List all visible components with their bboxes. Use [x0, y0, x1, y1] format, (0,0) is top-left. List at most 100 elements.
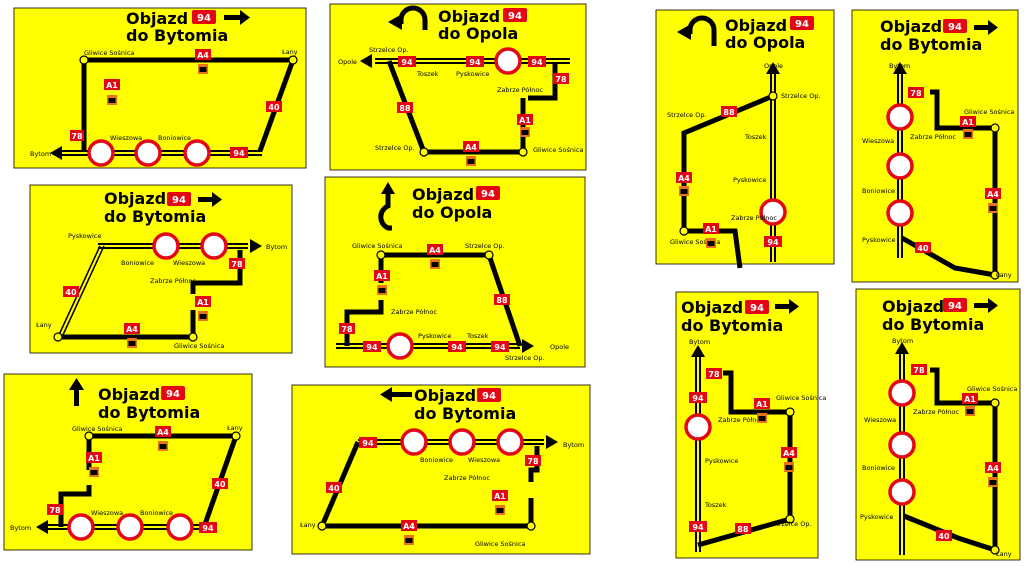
place-label: Łany [281, 48, 298, 56]
arrow-up-icon [893, 62, 907, 74]
arrow-up-icon [766, 62, 780, 74]
place-label: Wieszowa [110, 134, 142, 142]
sign-8: Objazd do Bytomia 94 Gliwice Sośnica Łan… [3, 373, 253, 551]
no-entry-icon [888, 431, 916, 459]
place-label: Toszek [466, 332, 489, 340]
route-badge: 94 [948, 22, 962, 33]
sign-title-line1: Objazd [414, 386, 476, 405]
place-label: Zabrze Północ [718, 416, 764, 424]
route-badge: A1 [197, 298, 209, 307]
place-label: Pyskowice [705, 457, 738, 465]
place-label: Gliwice Sośnica [84, 49, 134, 57]
route-badge: 78 [555, 75, 567, 84]
route-badge: A1 [964, 395, 976, 404]
route-badge: 88 [723, 108, 735, 117]
place-label: Wieszowa [862, 137, 894, 145]
uturn-left-icon [388, 5, 428, 30]
route-badge: A4 [157, 428, 169, 437]
sign-5: Objazd do Bytomia 94 Pyskowice Boniowice… [29, 184, 293, 354]
route-badge: 78 [913, 366, 925, 375]
place-label: Opole [338, 58, 357, 66]
place-label: Zabrze Północ [444, 474, 490, 482]
arrow-up-icon [69, 378, 84, 406]
no-entry-icon [200, 232, 228, 260]
place-label: Wieszowa [173, 259, 205, 267]
arrow-left-icon [360, 54, 372, 68]
route-badge: A1 [106, 81, 118, 90]
route-badge: 94 [469, 58, 481, 67]
place-label: Strzelce Op. [772, 520, 812, 528]
place-label: Łany [299, 521, 316, 529]
route-badge: 40 [917, 244, 929, 253]
route-badge: A4 [126, 325, 138, 334]
no-entry-icon [166, 513, 194, 541]
route-badge: 78 [527, 457, 539, 466]
route-badge: 40 [268, 103, 280, 112]
route-badge: A4 [197, 51, 209, 60]
no-entry-icon [116, 513, 144, 541]
place-label: Łany [995, 271, 1012, 279]
place-label: Boniowice [121, 259, 154, 267]
place-label: Toszek [744, 133, 767, 141]
place-label: Zabrze Północ [910, 133, 956, 141]
route-badge: A1 [88, 454, 100, 463]
sign-title-line1: Objazd [126, 9, 188, 28]
place-label: Łany [35, 321, 52, 329]
place-label: Gliwice Sośnica [964, 108, 1014, 116]
place-label: Strzelce Op. [369, 46, 409, 54]
route-badge: A4 [465, 143, 477, 152]
route-badge: 88 [496, 296, 508, 305]
sign-title-line1: Objazd [882, 297, 944, 316]
place-label: Toszek [416, 70, 439, 78]
place-label: Gliwice Sośnica [776, 394, 826, 402]
place-label: Łany [995, 550, 1012, 558]
route-badge: A4 [987, 464, 999, 473]
place-label: Zabrze Północ [150, 277, 196, 285]
place-label: Strzelce Op. [781, 92, 821, 100]
route-badge: 40 [938, 532, 950, 541]
arrow-left-icon [50, 146, 62, 160]
place-label: Boniowice [420, 456, 453, 464]
route-badge: 78 [71, 132, 83, 141]
route-badge: 40 [65, 288, 77, 297]
route-badge: A1 [705, 225, 717, 234]
place-label: Bytom [266, 243, 287, 251]
place-label: Zabrze Północ [731, 214, 777, 222]
sign-title-line2: do Bytomia [104, 207, 206, 226]
route-badge: 78 [231, 260, 243, 269]
place-label: Pyskowice [862, 236, 895, 244]
sign-title-line2: do Bytomia [880, 35, 982, 54]
sign-2: Objazd do Opola 94 Strzelce Op. Opole To… [329, 3, 587, 171]
no-entry-icon [496, 428, 524, 456]
route-badge: 94 [767, 238, 779, 247]
place-label: Gliwice Sośnica [670, 238, 720, 246]
place-label: Bytom [892, 337, 913, 345]
no-entry-icon [386, 332, 414, 360]
arrow-right-icon [224, 10, 250, 25]
no-entry-icon [494, 47, 522, 75]
place-label: Pyskowice [733, 176, 766, 184]
sign-4: Objazd do Bytomia 94 Bytom Wieszowa Zabr… [851, 9, 1019, 283]
route-badge: A4 [678, 174, 690, 183]
place-label: Wieszowa [91, 509, 123, 517]
sign-title-line1: Objazd [438, 7, 500, 26]
route-badge: 40 [214, 480, 226, 489]
route-badge: 94 [202, 524, 214, 533]
place-label: Bytom [10, 524, 31, 532]
place-label: Pyskowice [456, 70, 489, 78]
route-badge: A4 [987, 190, 999, 199]
sign-title-line2: do Bytomia [98, 403, 200, 422]
place-label: Gliwice Sośnica [72, 425, 122, 433]
route-badge: A1 [962, 118, 974, 127]
route-badge: 78 [910, 89, 922, 98]
sign-title-line2: do Opola [438, 24, 518, 43]
sign-title-line1: Objazd [412, 185, 474, 204]
no-entry-icon [67, 513, 95, 541]
route-badge: A1 [519, 116, 531, 125]
sign-9: Objazd do Bytomia 94 Bytom Boniowice Wie… [291, 384, 591, 555]
arrow-right-icon [198, 192, 222, 207]
place-label: Bytom [889, 62, 910, 70]
route-badge: 94 [451, 343, 463, 352]
route-badge: 94 [172, 195, 186, 206]
place-label: Gliwice Sośnica [352, 242, 402, 250]
